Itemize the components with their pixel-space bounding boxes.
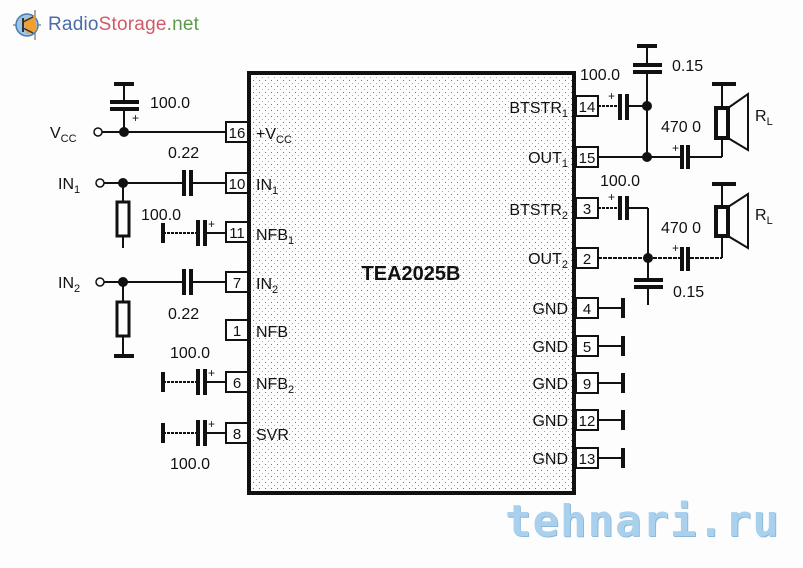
svg-text:11: 11 [229, 225, 245, 242]
pin-8: 8 SVR [225, 422, 289, 444]
svg-text:GND: GND [532, 301, 568, 318]
svg-text:SVR: SVR [256, 427, 289, 444]
svg-text:16: 16 [229, 125, 246, 142]
pin-1: 1 NFB [225, 319, 288, 341]
vcc-terminal-label: VCC [50, 125, 77, 145]
svg-text:8: 8 [233, 426, 241, 443]
svg-text:OUT2: OUT2 [528, 251, 568, 271]
pin-9: 9 GND [532, 372, 625, 394]
svg-text:12: 12 [579, 413, 596, 430]
svg-text:14: 14 [579, 99, 596, 116]
svg-text:1: 1 [233, 323, 241, 340]
svg-text:100.0: 100.0 [141, 207, 181, 224]
svg-text:470 0: 470 0 [661, 119, 701, 136]
svg-text:9: 9 [583, 376, 591, 393]
svg-text:GND: GND [532, 376, 568, 393]
svg-text:100.0: 100.0 [580, 67, 620, 84]
svg-text:GND: GND [532, 339, 568, 356]
nfb1-capacitor: + 100.0 [141, 207, 226, 246]
speaker-2 [712, 182, 749, 250]
pin-11: 11 NFB1 [225, 221, 294, 247]
watermark: tehnari.ru [505, 496, 780, 547]
svg-text:3: 3 [583, 201, 591, 218]
pin-16: 16 +VCC [225, 121, 292, 146]
svg-text:10: 10 [229, 176, 246, 193]
svg-text:+: + [672, 141, 679, 155]
svg-text:BTSTR1: BTSTR1 [509, 100, 568, 120]
svg-text:6: 6 [233, 375, 241, 392]
svg-text:+: + [608, 89, 615, 103]
svg-text:0.22: 0.22 [168, 145, 199, 162]
svg-text:GND: GND [532, 451, 568, 468]
svg-text:100.0: 100.0 [170, 345, 210, 362]
svg-text:RL: RL [755, 207, 773, 227]
svg-text:0.15: 0.15 [673, 284, 704, 301]
output1-circuit: 100.0 + 0.15 + 470 0 RL [580, 44, 773, 169]
svg-text:NFB1: NFB1 [256, 227, 294, 247]
svg-text:7: 7 [233, 275, 241, 292]
svg-text:4: 4 [583, 301, 591, 318]
svg-text:BTSTR2: BTSTR2 [509, 202, 568, 222]
svg-text:470 0: 470 0 [661, 220, 701, 237]
svg-text:OUT1: OUT1 [528, 150, 568, 170]
vcc-circuit: VCC + 100.0 [50, 82, 226, 145]
pin-4: 4 GND [532, 297, 625, 319]
svg-text:15: 15 [579, 150, 596, 167]
site-name-part-tld: .net [166, 14, 200, 35]
svr-capacitor: + 100.0 [161, 417, 226, 473]
pin-12: 12 GND [532, 409, 625, 431]
site-logo[interactable]: RadioStorage.net [10, 8, 199, 42]
svg-text:GND: GND [532, 413, 568, 430]
pin-2: 2 OUT2 [528, 247, 599, 271]
speaker-1 [712, 82, 749, 152]
pin-3: 3 BTSTR2 [509, 197, 599, 222]
svg-text:100.0: 100.0 [600, 173, 640, 190]
site-name-part-radio: Radio [48, 14, 99, 35]
svg-text:IN2: IN2 [58, 275, 80, 295]
svg-text:+: + [132, 111, 139, 125]
ic-name: TEA2025B [362, 263, 461, 285]
transistor-logo-icon [13, 10, 41, 40]
in1-circuit: IN1 0.22 [58, 145, 226, 248]
svg-text:NFB: NFB [256, 324, 288, 341]
svg-text:100.0: 100.0 [170, 456, 210, 473]
pin-15: 15 OUT1 [528, 146, 599, 170]
svg-text:IN1: IN1 [256, 177, 278, 197]
svg-text:100.0: 100.0 [150, 95, 190, 112]
pin-13: 13 GND [532, 447, 625, 469]
svg-text:+: + [208, 217, 215, 231]
svg-text:IN2: IN2 [256, 276, 278, 296]
svg-text:5: 5 [583, 339, 591, 356]
svg-text:+: + [672, 241, 679, 255]
vcc-terminal [93, 127, 103, 137]
svg-text:IN1: IN1 [58, 176, 80, 196]
nfb2-capacitor: 100.0 + [161, 345, 226, 395]
svg-text:0.22: 0.22 [168, 306, 199, 323]
pin-7: 7 IN2 [225, 271, 278, 296]
pin-14: 14 BTSTR1 [509, 95, 599, 120]
svg-text:NFB2: NFB2 [256, 376, 294, 396]
pin-6: 6 NFB2 [225, 371, 294, 396]
in2-circuit: IN2 0.22 [58, 269, 226, 358]
svg-text:RL: RL [755, 108, 773, 128]
ic-body [247, 71, 576, 495]
svg-text:+: + [208, 366, 215, 380]
pin-5: 5 GND [532, 335, 625, 357]
svg-text:0.15: 0.15 [672, 58, 703, 75]
output2-circuit: 100.0 + 0.15 + 470 0 RL [598, 173, 773, 305]
svg-text:+: + [608, 190, 615, 204]
svg-text:13: 13 [579, 451, 596, 468]
site-name-part-storage: Storage [98, 14, 167, 35]
svg-text:+VCC: +VCC [256, 126, 292, 146]
svg-text:2: 2 [583, 251, 591, 268]
svg-text:+: + [208, 417, 215, 431]
site-name: RadioStorage.net [48, 14, 199, 36]
